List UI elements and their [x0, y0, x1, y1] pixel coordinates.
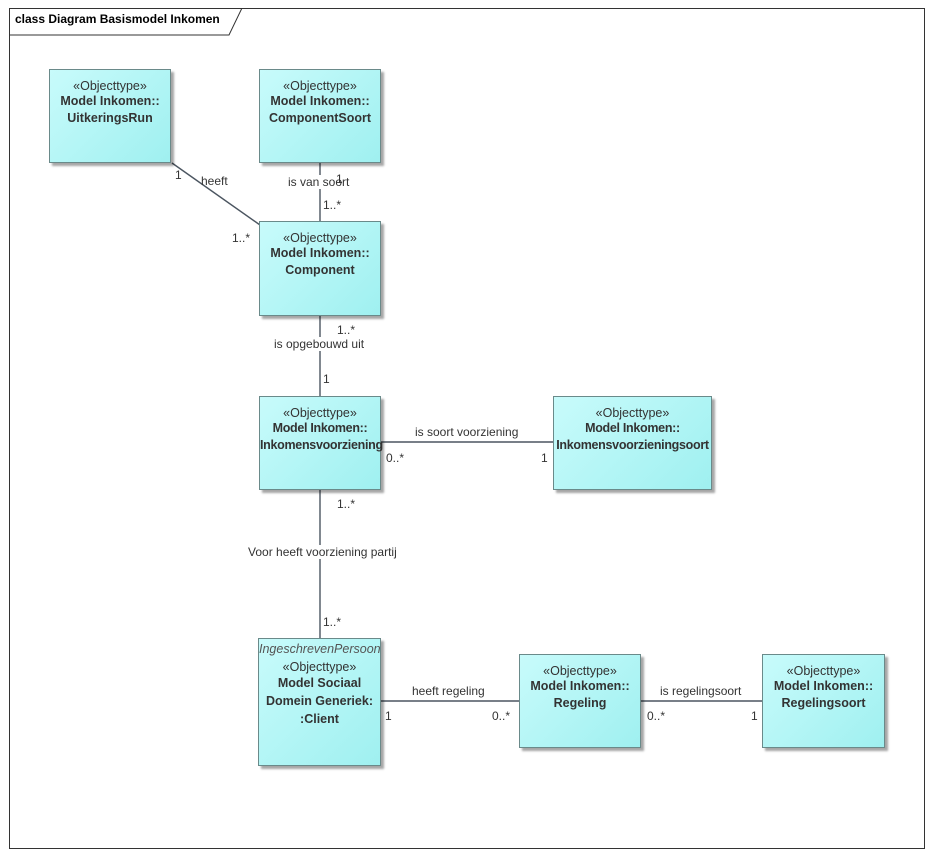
class-component[interactable]: «Objecttype» Model Inkomen:: Component [259, 221, 381, 316]
assoc-heeft-source-mult: 1 [175, 168, 182, 182]
assoc-regelingsoort-source-mult: 0..* [647, 709, 666, 723]
assoc-heeft-target-mult: 1..* [232, 231, 251, 245]
class-name: Model Inkomen:: UitkeringsRun [60, 94, 160, 125]
assoc-heeft-regeling-label: heeft regeling [412, 684, 485, 698]
stereotype-label: «Objecttype» [283, 79, 357, 93]
assoc-soort-voorz-source-mult: 0..* [386, 451, 405, 465]
assoc-is-van-soort-label: is van soort [288, 175, 350, 189]
class-componentsoort[interactable]: «Objecttype» Model Inkomen:: ComponentSo… [259, 69, 381, 163]
stereotype-label: «Objecttype» [543, 664, 617, 678]
assoc-soort-voorz-target-mult: 1 [541, 451, 548, 465]
diagram-frame [9, 8, 925, 849]
assoc-voorz-partij-source-mult: 1..* [337, 497, 356, 511]
assoc-heeft-regeling-target-mult: 0..* [492, 709, 511, 723]
class-name: Model Inkomen:: Inkomensvoorzieningsoort [556, 421, 709, 452]
assoc-opgebouwd-source-mult: 1..* [337, 323, 356, 337]
assoc-regelingsoort-label: is regelingsoort [660, 684, 742, 698]
assoc-voorz-partij-target-mult: 1..* [323, 615, 342, 629]
stereotype-label: «Objecttype» [73, 79, 147, 93]
class-regeling[interactable]: «Objecttype» Model Inkomen:: Regeling [519, 654, 641, 748]
diagram-title: class Diagram Basismodel Inkomen [15, 12, 220, 26]
assoc-regelingsoort-target-mult: 1 [751, 709, 758, 723]
stereotype-label: «Objecttype» [283, 231, 357, 245]
class-name: Model Inkomen:: Component [270, 246, 370, 277]
class-name: Model Sociaal Domein Generiek: :Client [266, 676, 373, 726]
assoc-heeft-regeling-source-mult: 1 [385, 709, 392, 723]
assoc-heeft-line [171, 162, 261, 226]
class-name: Model Inkomen:: ComponentSoort [268, 94, 372, 125]
class-uitkeringsrun[interactable]: «Objecttype» Model Inkomen:: UitkeringsR… [49, 69, 171, 163]
class-regelingsoort[interactable]: «Objecttype» Model Inkomen:: Regelingsoo… [762, 654, 885, 748]
assoc-voorz-partij-label: Voor heeft voorziening partij [248, 545, 397, 559]
stereotype-label: «Objecttype» [595, 406, 670, 420]
diagram-title-tab [9, 8, 243, 36]
role-label: IngeschrevenPersoon [259, 642, 381, 656]
class-client[interactable]: IngeschrevenPersoon «Objecttype» Model S… [258, 638, 381, 766]
class-inkomensvoorzieningsoort[interactable]: «Objecttype» Model Inkomen:: Inkomensvoo… [553, 396, 712, 490]
assoc-opgebouwd-target-mult: 1 [323, 372, 330, 386]
assoc-soort-voorz-label: is soort voorziening [415, 425, 519, 439]
class-name: Model Inkomen:: Inkomensvoorziening [260, 421, 383, 452]
assoc-is-van-soort-target-mult: 1..* [323, 198, 342, 212]
assoc-is-van-soort-source-mult: 1 [336, 172, 343, 186]
stereotype-label: «Objecttype» [282, 660, 357, 674]
stereotype-label: «Objecttype» [283, 406, 357, 420]
class-name: Model Inkomen:: Regelingsoort [773, 679, 874, 710]
assoc-heeft-label: heeft [201, 174, 228, 188]
stereotype-label: «Objecttype» [786, 664, 861, 678]
class-inkomensvoorziening[interactable]: «Objecttype» Model Inkomen:: Inkomensvoo… [259, 396, 383, 490]
class-name: Model Inkomen:: Regeling [530, 679, 630, 710]
assoc-opgebouwd-label: is opgebouwd uit [274, 337, 365, 351]
